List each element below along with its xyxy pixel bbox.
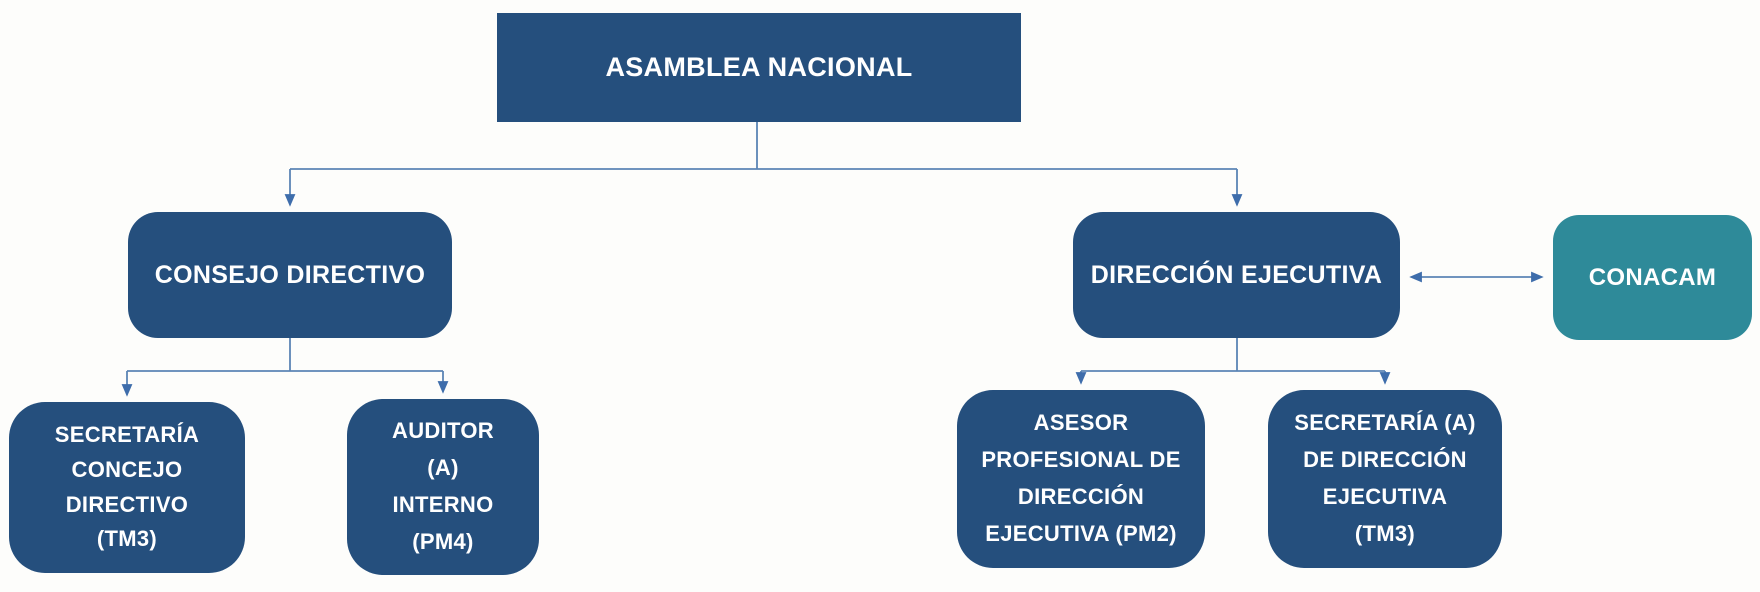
org-node-asamblea-nacional: ASAMBLEA NACIONAL: [497, 13, 1021, 122]
org-node-conacam: CONACAM: [1553, 215, 1752, 340]
org-node-secretaria-direccion-ejecutiva: SECRETARÍA (A) DE DIRECCIÓN EJECUTIVA (T…: [1268, 390, 1502, 568]
org-node-auditor-interno: AUDITOR (A) INTERNO (PM4): [347, 399, 539, 575]
org-node-asesor-profesional: ASESOR PROFESIONAL DE DIRECCIÓN EJECUTIV…: [957, 390, 1205, 568]
org-node-secretaria-concejo-directivo: SECRETARÍA CONCEJO DIRECTIVO (TM3): [9, 402, 245, 573]
org-node-direccion-ejecutiva: DIRECCIÓN EJECUTIVA: [1073, 212, 1400, 338]
org-node-consejo-directivo: CONSEJO DIRECTIVO: [128, 212, 452, 338]
